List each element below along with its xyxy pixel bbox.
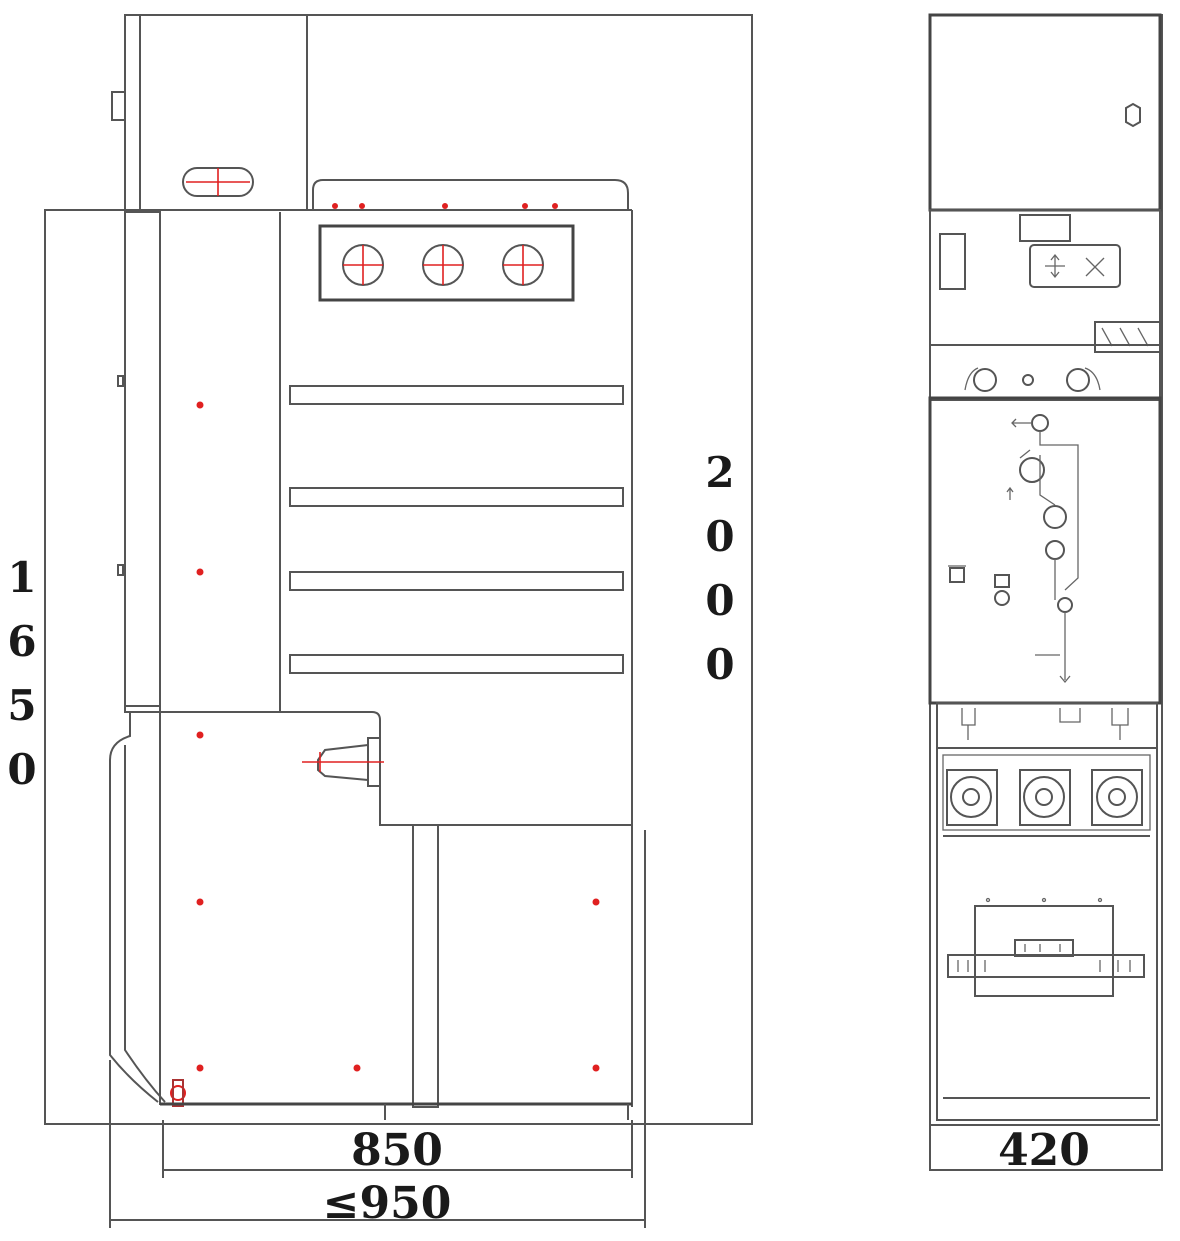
control-panel	[929, 209, 1161, 401]
vent-slot	[289, 385, 624, 405]
operation-panel	[1029, 244, 1121, 288]
dimension-digit: 1	[7, 553, 36, 602]
dimension-digit: 0	[7, 745, 36, 794]
dimension-digit: 6	[7, 617, 36, 666]
cable-bushing-3	[1091, 769, 1143, 826]
direction-arrows-icon	[1045, 253, 1065, 279]
mimic-diagram	[948, 414, 1079, 684]
dimension-digit: 0	[705, 640, 734, 689]
door-lock-icon	[1125, 102, 1141, 128]
width-label: 420	[998, 1125, 1090, 1176]
vent-slot	[289, 487, 624, 507]
lower-front-curve	[109, 712, 159, 1103]
cable-clamp	[947, 897, 1145, 997]
vent-slot	[289, 571, 624, 591]
dimension-digit: 5	[7, 681, 36, 730]
depth-label: 850	[351, 1125, 443, 1176]
cable-compartment-frame	[412, 824, 439, 1108]
cable-bushing-2	[1019, 769, 1071, 826]
cable-bushing-1	[946, 769, 998, 826]
overall-outline	[44, 14, 753, 1125]
bushing-3	[502, 244, 544, 286]
door-panel	[124, 211, 161, 707]
bushing-plate	[318, 224, 575, 302]
bushing-1	[342, 244, 384, 286]
depth-max-dimension	[109, 1060, 646, 1228]
vent-slot	[289, 654, 624, 674]
front-view: 420	[928, 13, 1163, 1176]
mechanism-compartment	[124, 706, 632, 826]
dimension-digit: 0	[705, 576, 734, 625]
cross-arrows-icon	[1085, 257, 1105, 277]
indicator-window	[939, 233, 966, 290]
dimension-digit: 2	[705, 448, 734, 497]
top-bushing-housing	[312, 179, 629, 210]
interlock-right	[1066, 367, 1101, 392]
terminal-block	[1094, 321, 1161, 353]
depth-max-label: ≤950	[323, 1178, 452, 1229]
mimic-panel	[928, 396, 1162, 705]
center-bolt	[1022, 374, 1034, 386]
relay-box-hinge	[111, 91, 126, 121]
bushing-2	[422, 244, 464, 286]
connector-brackets	[961, 708, 1129, 740]
depth-dimension	[162, 1120, 633, 1178]
interlock-left	[964, 367, 997, 392]
dimension-digit: 0	[705, 512, 734, 561]
relay-box	[124, 14, 308, 211]
